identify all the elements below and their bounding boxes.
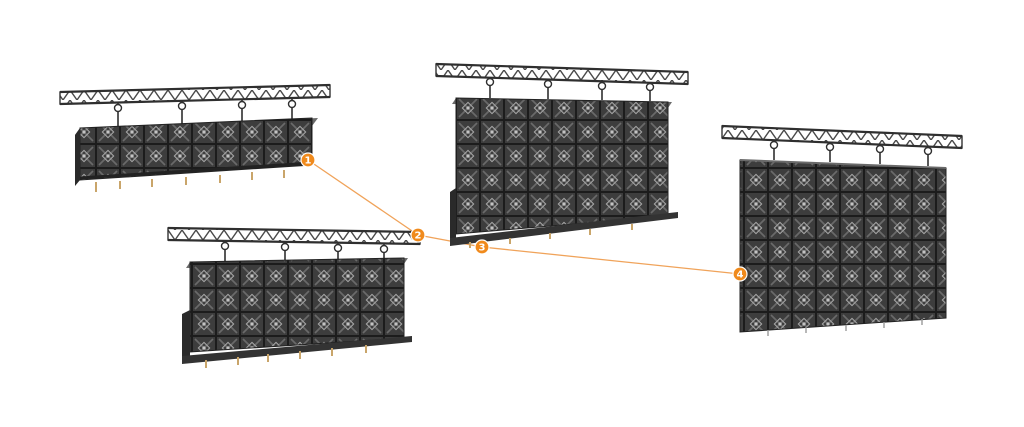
step-badge-label: 2 [415, 231, 422, 242]
step-badge-3: 3 [474, 239, 490, 255]
led-panel-wall [739, 159, 947, 333]
step-badge-label: 1 [305, 156, 312, 167]
stage-2-partial-assembly-icon [167, 226, 421, 368]
step-badge-4: 4 [732, 266, 748, 282]
step-badge-label: 4 [737, 270, 744, 281]
stage-4-suspended-wall-icon [721, 124, 963, 336]
stage-3-full-height-icon [435, 62, 689, 248]
step-badge-label: 3 [479, 243, 486, 254]
led-panel-wall [450, 97, 678, 246]
truss-beam [59, 83, 331, 106]
truss-beam [435, 62, 689, 86]
stage-1-truss-lift-icon [59, 83, 331, 192]
truss-beam [167, 226, 421, 246]
step-badge-2: 2 [410, 227, 426, 243]
step-badge-1: 1 [300, 152, 316, 168]
led-panel-wall [75, 117, 318, 186]
truss-beam [721, 124, 963, 150]
led-panel-wall [182, 257, 412, 364]
